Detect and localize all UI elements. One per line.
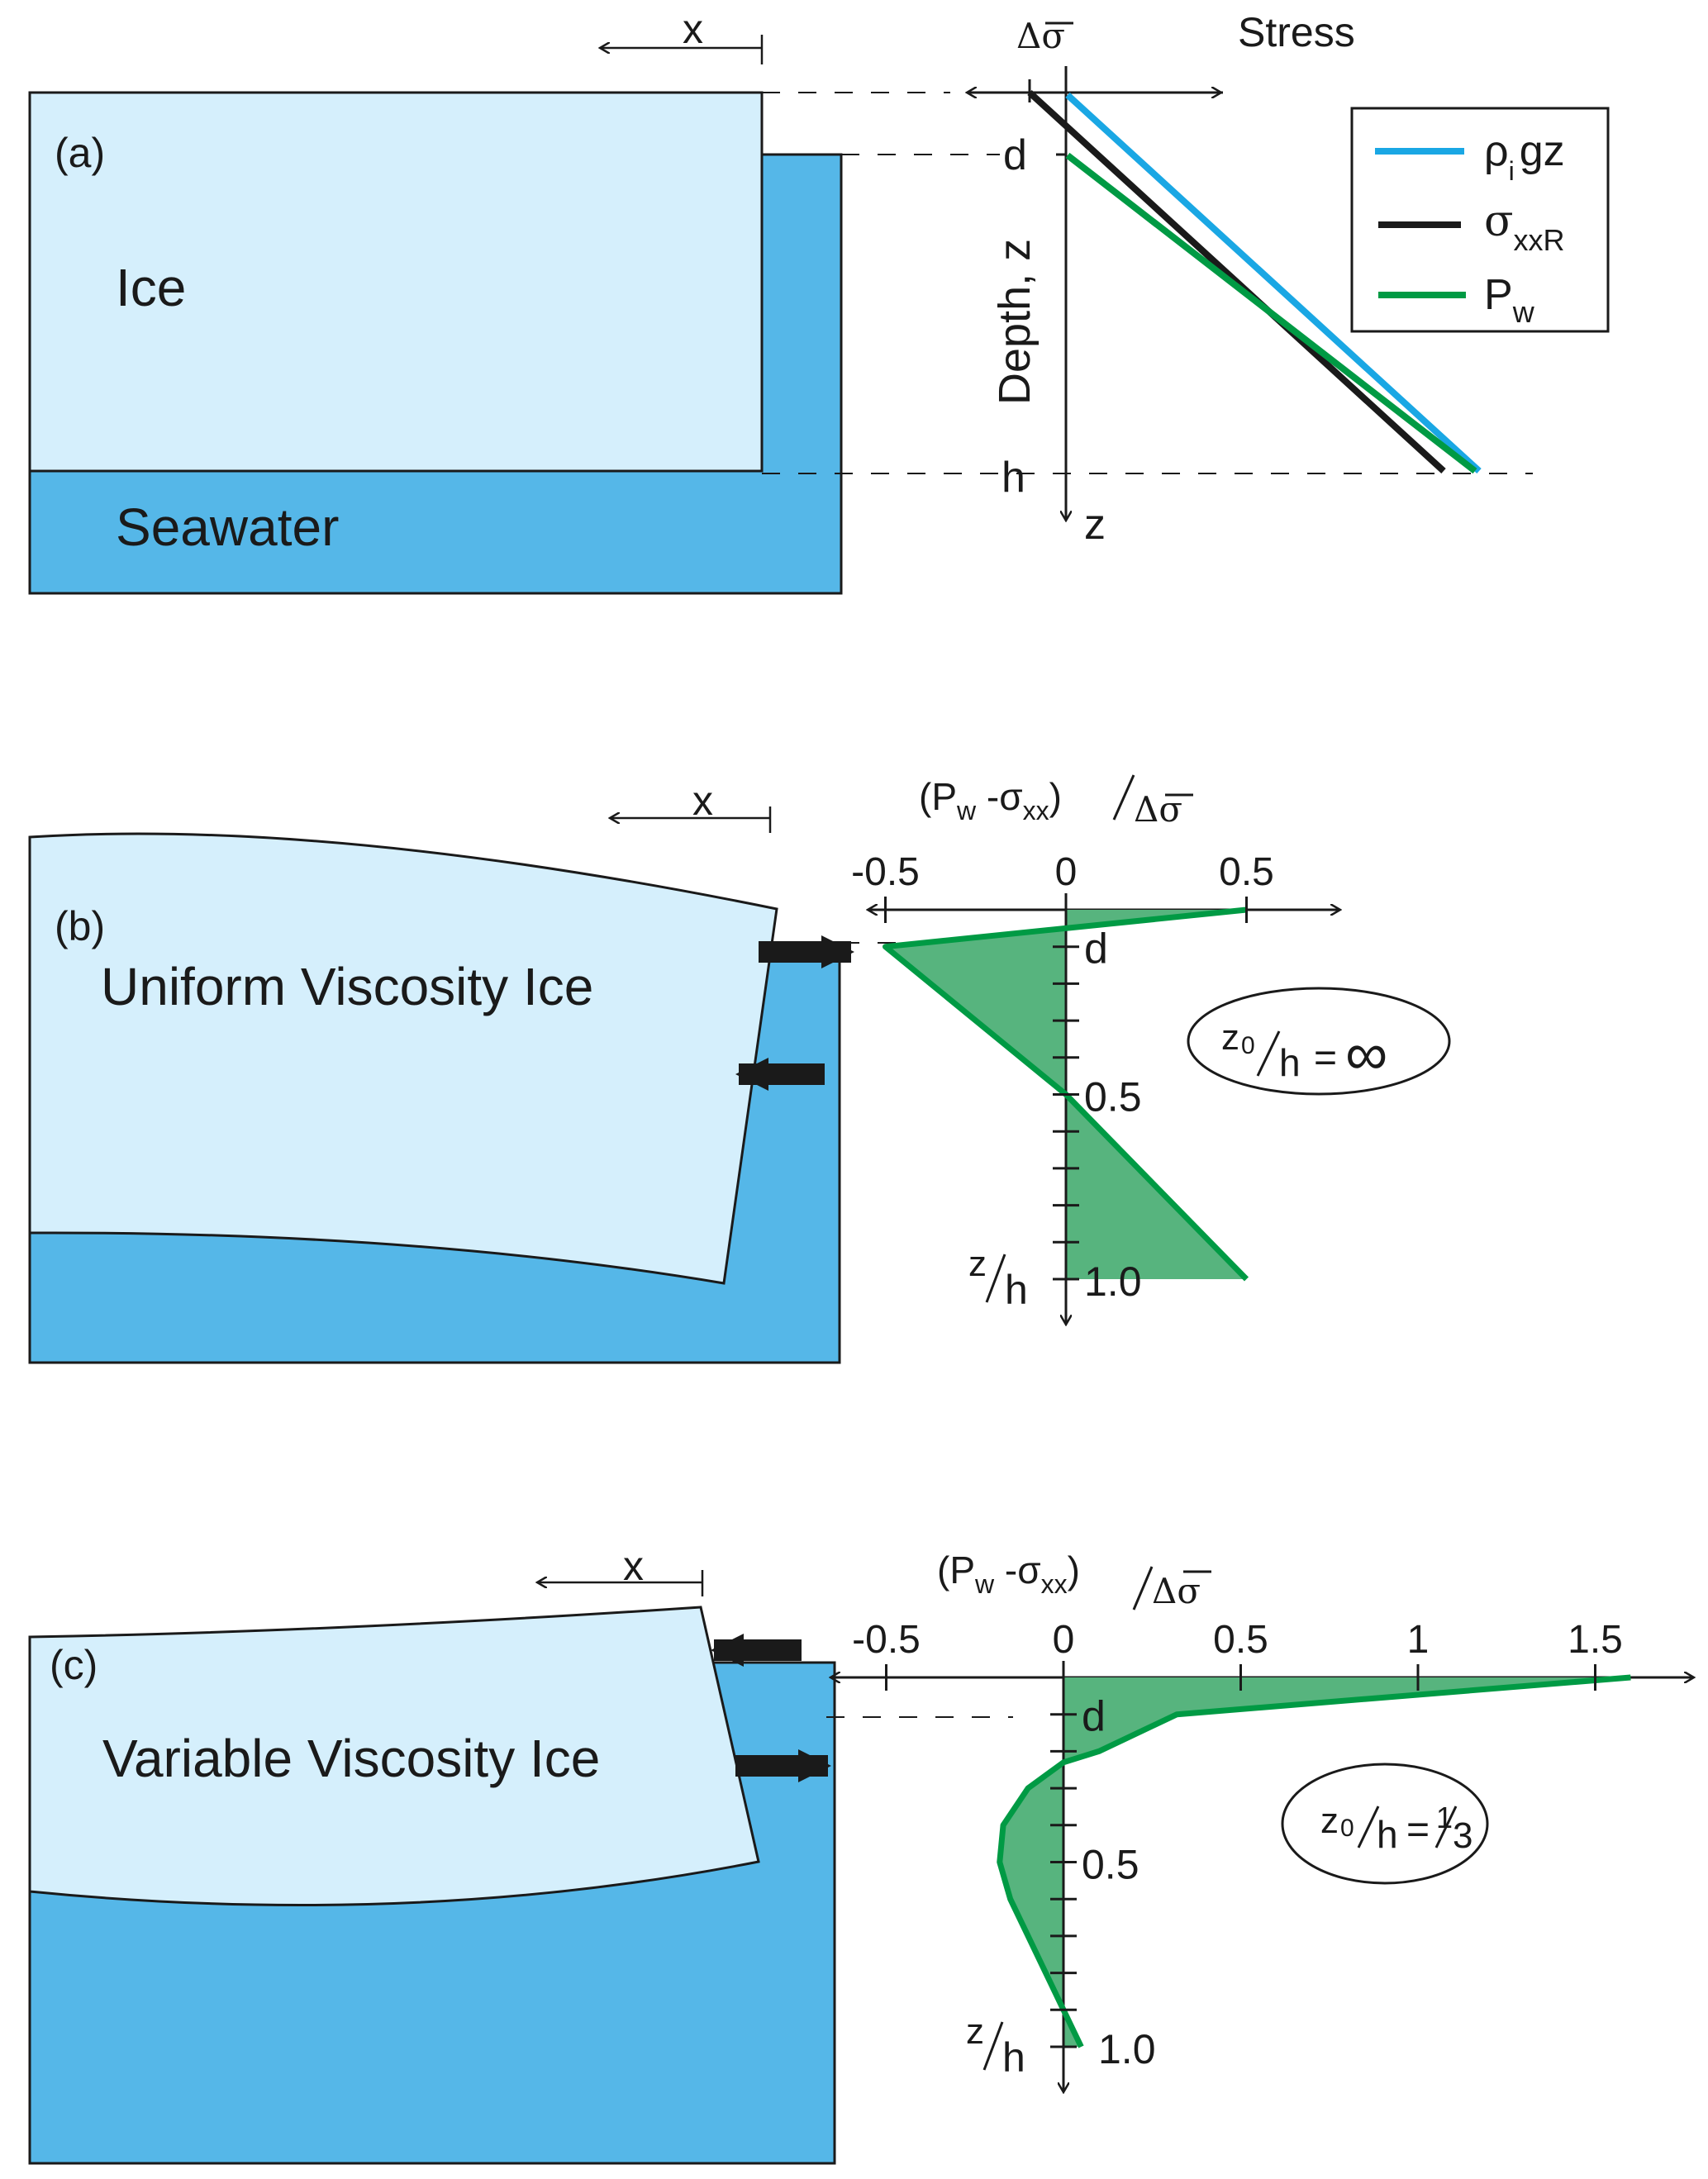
z-label: z	[1084, 501, 1106, 549]
axis-title-denominator: Δσ	[1152, 1571, 1201, 1611]
panel-b: (b) Uniform Viscosity Ice x -0.5 0 0.5 d 0.5…	[28, 774, 1451, 1364]
x-tick-label: 0	[1055, 850, 1078, 894]
panel-label: (a)	[55, 130, 105, 176]
ratio-subscript: 0	[1340, 1815, 1354, 1842]
panel-label: (c)	[50, 1642, 98, 1688]
ratio-equals: =	[1314, 1036, 1337, 1080]
y-tick-label: 0.5	[1082, 1842, 1139, 1888]
rho-g-z-line	[1065, 93, 1482, 473]
seawater-label: Seawater	[116, 497, 339, 557]
h-label: h	[1001, 454, 1025, 502]
ratio-subscript: 0	[1241, 1032, 1255, 1059]
x-label: x	[623, 1543, 644, 1589]
profile-line	[883, 906, 1249, 1282]
legend-box	[1350, 107, 1610, 333]
ratio-slash	[1256, 1030, 1281, 1077]
ratio-value-numerator: 1	[1436, 1801, 1453, 1834]
panel-c: (c) Variable Viscosity Ice x -0.5 0 0.5 1 1.…	[28, 1543, 1694, 2165]
stress-label: Stress	[1238, 9, 1355, 55]
sigma-xxR-line	[1027, 90, 1446, 473]
legend-label-pw: Pw	[1484, 271, 1535, 329]
ice-label: Uniform Viscosity Ice	[101, 957, 593, 1016]
ratio-annotation: z 0 h = ∞	[1187, 987, 1451, 1096]
axis-title: (Pw -σxx)	[919, 775, 1062, 825]
x-tick-label: 0.5	[1219, 850, 1274, 894]
x-tick-label: 0	[1053, 1618, 1075, 1662]
panel-label: (b)	[55, 903, 105, 949]
ice-block	[28, 91, 764, 473]
ratio-h: h	[1279, 1041, 1301, 1084]
y-axis-label-slash	[985, 1254, 1006, 1303]
ratio-slash	[1357, 1806, 1380, 1848]
x-tick-label: 1	[1407, 1618, 1430, 1662]
legend-label-sigma: σxxR	[1484, 197, 1565, 257]
x-label: x	[683, 6, 703, 52]
y-axis-label-z: z	[966, 2011, 984, 2052]
d-label: d	[1082, 1693, 1106, 1741]
profile-line	[997, 1674, 1631, 2048]
y-axis-label-h: h	[1002, 2034, 1025, 2081]
ratio-equals: =	[1406, 1808, 1430, 1852]
y-tick-label: 1.0	[1098, 2026, 1156, 2072]
pw-line	[1065, 152, 1477, 474]
y-axis-label-z: z	[968, 1244, 987, 1284]
x-tick-label: -0.5	[852, 1618, 921, 1662]
ice-block	[28, 1606, 760, 1907]
annotation-ellipse	[1281, 1763, 1489, 1885]
ice-block	[28, 832, 778, 1285]
fraction-slash	[1132, 1566, 1154, 1610]
y-axis-label-h: h	[1005, 1267, 1028, 1313]
fraction-slash	[1112, 774, 1135, 821]
x-tick-label: 1.5	[1568, 1618, 1623, 1662]
panel-a: (a) Ice Seawater x Δσ Stress d h z Depth…	[28, 6, 1610, 595]
ratio-z: z	[1320, 1801, 1339, 1841]
ratio-value: ∞	[1345, 1021, 1387, 1087]
ratio-value-slash	[1434, 1806, 1458, 1848]
ratio-annotation: z 0 h = 1 3	[1281, 1763, 1489, 1885]
d-label: d	[1084, 925, 1108, 973]
d-label: d	[1003, 131, 1027, 179]
x-tick-label: 0.5	[1213, 1618, 1268, 1662]
ratio-z: z	[1221, 1017, 1239, 1058]
x-tick-label: -0.5	[851, 850, 920, 894]
delta-sigma-label: Δσ	[1016, 16, 1065, 56]
annotation-ellipse	[1187, 987, 1451, 1096]
y-axis-label-slash	[982, 2021, 1004, 2071]
x-label: x	[692, 778, 713, 824]
ratio-h: h	[1377, 1813, 1398, 1856]
ice-label: Ice	[116, 258, 186, 317]
ratio-value-denominator: 3	[1453, 1815, 1472, 1856]
axis-title: (Pw -σxx)	[937, 1549, 1080, 1599]
y-tick-label: 0.5	[1084, 1074, 1142, 1120]
y-tick-label: 1.0	[1084, 1258, 1142, 1305]
ice-label: Variable Viscosity Ice	[102, 1729, 600, 1788]
depth-label: Depth, z	[990, 239, 1040, 405]
